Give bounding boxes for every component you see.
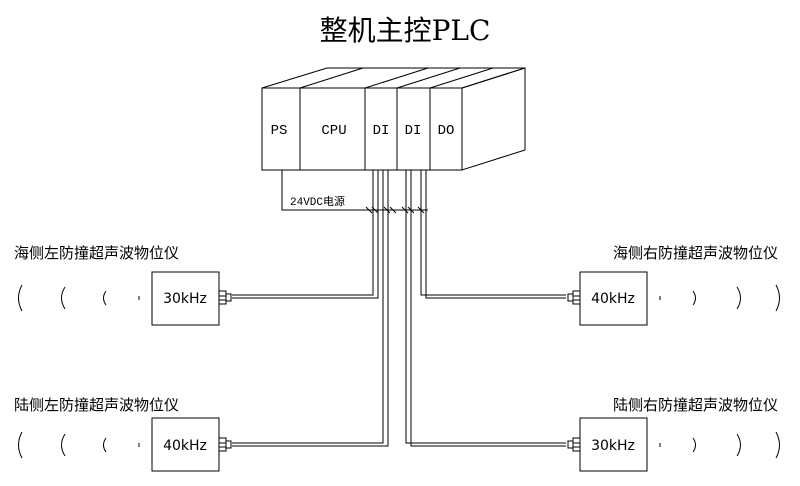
sensor-freq-land-left: 40kHz (163, 438, 207, 454)
module-di-2: DI (405, 123, 422, 139)
wave-arc (103, 437, 107, 453)
wave-arc (61, 286, 66, 310)
wave-arc (18, 284, 23, 312)
diagram-title: 整机主控PLC (320, 14, 491, 47)
sensor-freq-sea-right: 40kHz (591, 291, 635, 307)
wave-arc (692, 437, 696, 453)
wave-arc (692, 290, 696, 306)
sensor-label-sea-left: 海侧左防撞超声波物位仪 (14, 244, 179, 262)
sensor-sea-right (567, 271, 780, 326)
sensor-label-land-right: 陆侧右防撞超声波物位仪 (613, 396, 778, 414)
wave-arc (775, 431, 780, 459)
wave-arc (103, 290, 107, 306)
power-bus (281, 170, 428, 214)
sensor-land-right (567, 417, 780, 472)
sensor-label-sea-right: 海侧右防撞超声波物位仪 (613, 244, 778, 262)
module-di-1: DI (373, 123, 390, 139)
power-label: 24VDC电源 (290, 194, 345, 209)
wave-arc (61, 433, 66, 457)
plc-rack (261, 67, 526, 171)
sensor-sea-left (18, 271, 232, 326)
plc-rack-top (261, 67, 526, 89)
wave-arc (736, 433, 741, 457)
wave-arc (775, 284, 780, 312)
plc-rack-side (461, 67, 526, 171)
sensor-label-land-left: 陆侧左防撞超声波物位仪 (14, 396, 179, 414)
module-ps: PS (271, 123, 288, 139)
wave-arc (18, 431, 23, 459)
module-do: DO (438, 123, 455, 139)
signal-wires (232, 170, 566, 447)
module-cpu: CPU (321, 123, 346, 139)
sensor-freq-land-right: 30kHz (591, 438, 635, 454)
plc-rack-front (261, 87, 463, 171)
sensor-freq-sea-left: 30kHz (163, 291, 207, 307)
sensor-land-left (18, 417, 232, 472)
wave-arc (736, 286, 741, 310)
